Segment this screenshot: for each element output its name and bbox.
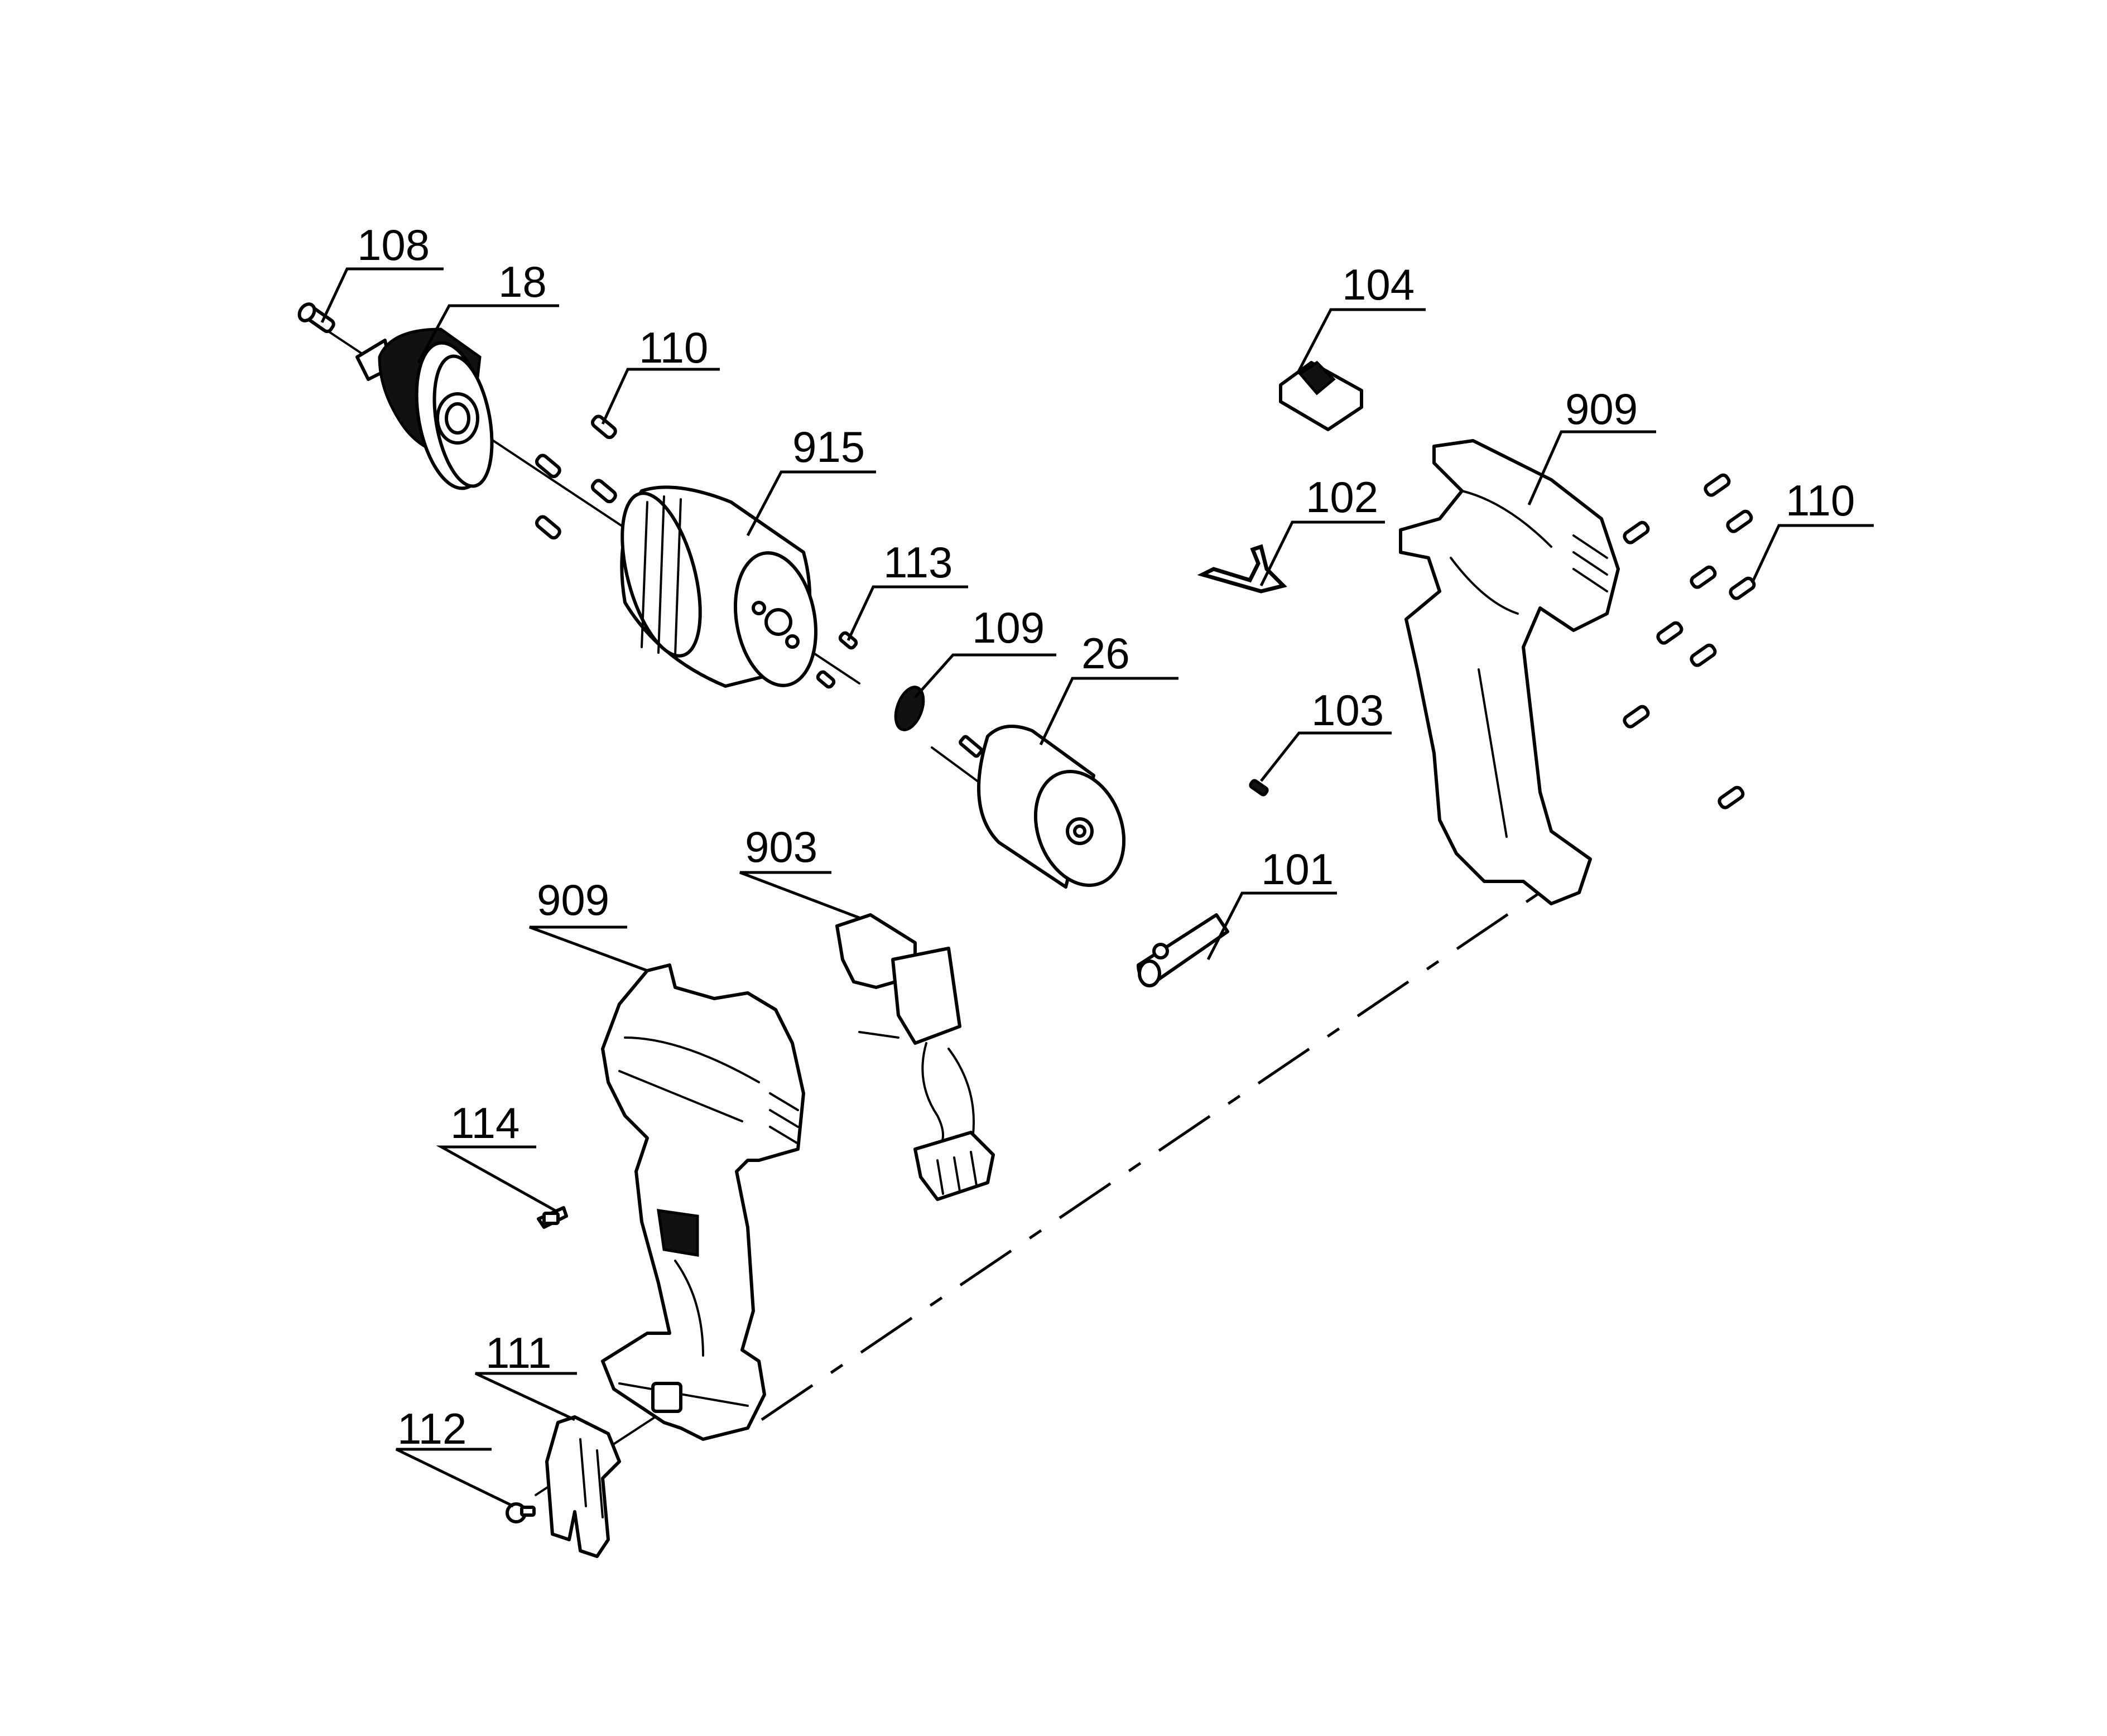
- pinion-gear-part: [894, 686, 925, 731]
- housing-alignment-axis: [761, 891, 1541, 1421]
- callout-108: 108: [320, 220, 444, 324]
- callout-label: 909: [1565, 384, 1638, 433]
- callout-label: 909: [537, 875, 609, 924]
- clip-part: [537, 1206, 568, 1229]
- callout-111: 111: [474, 1328, 577, 1421]
- housing-screws-part: [1623, 473, 1756, 809]
- callout-113: 113: [846, 538, 968, 642]
- callout-label: 26: [1081, 629, 1130, 678]
- spring-clip-part: [1197, 544, 1287, 594]
- callout-114: 114: [436, 1098, 556, 1212]
- callout-label: 104: [1342, 260, 1415, 309]
- small-screw-part: [1249, 779, 1269, 797]
- callout-label: 110: [1786, 476, 1855, 525]
- callout-909-left: 909: [529, 875, 648, 972]
- callout-915: 915: [746, 422, 876, 537]
- callout-110-top: 110: [601, 323, 720, 425]
- callout-101: 101: [1206, 845, 1337, 961]
- callout-label: 109: [972, 603, 1045, 652]
- callout-18: 18: [417, 257, 559, 364]
- callout-26: 26: [1039, 629, 1178, 746]
- callout-909-right: 909: [1527, 384, 1656, 506]
- callout-label: 915: [792, 422, 865, 471]
- chuck-screw-part: [297, 302, 335, 334]
- belt-clip-screw-part: [506, 1502, 536, 1523]
- callout-label: 18: [498, 257, 547, 306]
- callout-label: 112: [397, 1404, 466, 1453]
- callout-label: 903: [745, 822, 817, 871]
- trigger-switch-assembly-part: [835, 913, 995, 1201]
- callout-112: 112: [395, 1404, 514, 1508]
- gearbox-assembly-part: [620, 485, 818, 688]
- housing-left-half-part: [601, 963, 805, 1441]
- callout-label: 110: [639, 323, 708, 372]
- gearbox-screws-part: [535, 414, 617, 540]
- callout-label: 108: [357, 220, 430, 269]
- callout-label: 101: [1261, 845, 1334, 894]
- callout-102: 102: [1259, 472, 1385, 587]
- housing-right-half-part: [1399, 439, 1620, 905]
- callout-label: 111: [485, 1328, 552, 1377]
- callout-903: 903: [739, 822, 861, 920]
- belt-clip-part: [545, 1415, 621, 1558]
- callout-109: 109: [914, 603, 1056, 698]
- callout-label: 114: [450, 1098, 519, 1147]
- direction-switch-part: [1279, 360, 1363, 431]
- dc-motor-part: [931, 725, 1126, 889]
- callout-label: 103: [1311, 686, 1384, 735]
- callout-103: 103: [1260, 686, 1392, 782]
- callout-104: 104: [1296, 260, 1426, 375]
- callout-110-right: 110: [1750, 476, 1874, 584]
- callout-label: 113: [883, 538, 953, 587]
- callout-label: 102: [1306, 472, 1378, 522]
- keyless-chuck-part: [355, 327, 494, 490]
- led-light-part: [1137, 913, 1229, 987]
